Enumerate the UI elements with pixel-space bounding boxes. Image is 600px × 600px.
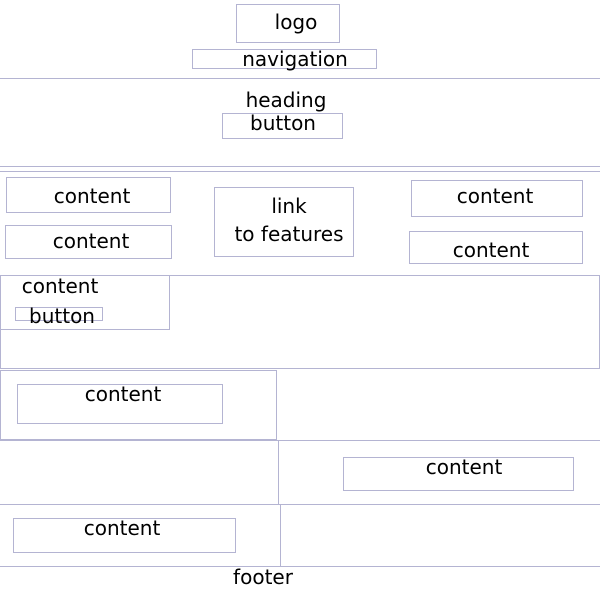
features-link-label: link to features xyxy=(234,192,343,248)
row-3-content-label: content xyxy=(83,516,161,540)
hero-button-label: button xyxy=(250,111,316,135)
navigation-label: navigation xyxy=(242,47,348,71)
row-2-top-border xyxy=(0,440,600,441)
separator-hero-bottom xyxy=(0,171,600,172)
content-block-2 xyxy=(5,225,172,259)
navigation[interactable] xyxy=(192,49,377,69)
features-link-line1: link xyxy=(271,194,307,218)
content-block-4-label: content xyxy=(452,238,530,262)
row-2-divider xyxy=(278,440,279,504)
logo-label: logo xyxy=(274,10,318,34)
separator-header xyxy=(0,78,600,79)
row-2-bottom-border xyxy=(0,504,600,505)
separator-hero-top xyxy=(0,166,600,167)
row-2-content-label: content xyxy=(425,455,503,479)
content-block-1 xyxy=(6,177,171,213)
content-block-3-label: content xyxy=(456,184,534,208)
content-block-1-label: content xyxy=(53,184,131,208)
feature-button[interactable] xyxy=(15,307,103,321)
hero-button[interactable] xyxy=(222,113,343,139)
logo[interactable] xyxy=(236,4,340,43)
feature-content-label: content xyxy=(21,274,99,298)
row-3-divider xyxy=(280,504,281,566)
row-1-content xyxy=(17,384,223,424)
row-1-content-label: content xyxy=(84,382,162,406)
features-link-line2: to features xyxy=(234,222,344,246)
feature-button-label: button xyxy=(29,304,95,328)
content-block-4 xyxy=(409,231,583,264)
row-1-panel xyxy=(0,370,277,440)
features-link[interactable] xyxy=(214,187,354,257)
content-block-2-label: content xyxy=(52,229,130,253)
row-2-content xyxy=(343,457,574,491)
content-block-3 xyxy=(411,180,583,217)
row-3-content xyxy=(13,518,236,553)
footer-label: footer xyxy=(233,565,293,589)
feature-card xyxy=(0,275,170,330)
separator-footer xyxy=(0,566,600,567)
page-heading: heading xyxy=(245,88,327,112)
